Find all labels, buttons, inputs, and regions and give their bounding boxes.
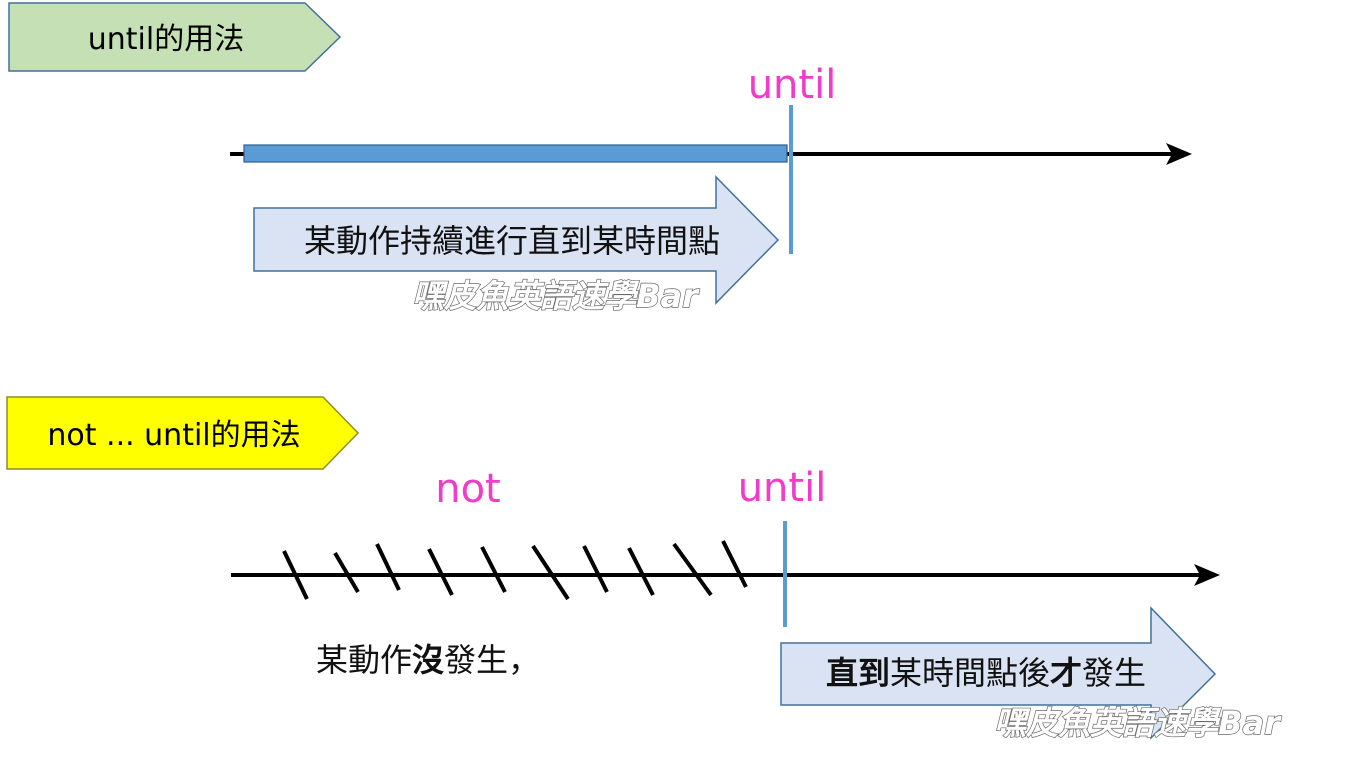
- negation-hatch-marks: [282, 540, 748, 601]
- until-usage-tag: [8, 2, 342, 72]
- desc-part2: 發生，: [444, 641, 540, 679]
- hatch-mark: [375, 543, 401, 591]
- duration-bar: [243, 144, 788, 163]
- section-until: until的用法 until 某動作持續進行直到某時間點 嘿皮魚英語速學Bar: [8, 2, 1192, 316]
- desc-bold: 沒: [412, 641, 444, 679]
- hatch-mark: [480, 546, 507, 593]
- hatch-mark: [282, 550, 309, 600]
- timeline-arrowhead-1: [1166, 143, 1192, 165]
- not-happen-description: 某動作沒發生，: [316, 641, 540, 679]
- callout-end: 發生: [1082, 654, 1146, 692]
- hatch-mark: [582, 545, 609, 593]
- until-usage-tag-label: until的用法: [88, 22, 244, 57]
- watermark-1: 嘿皮魚英語速學Bar: [412, 277, 700, 315]
- until-label: until: [748, 62, 837, 108]
- not-label: not: [435, 466, 501, 512]
- callout-mid: 某時間點後: [890, 654, 1050, 692]
- timeline-arrowhead-2: [1194, 564, 1220, 586]
- not-until-usage-tag: [6, 396, 360, 470]
- duration-callout-text: 某動作持續進行直到某時間點: [304, 222, 720, 260]
- callout-bold-1: 直到: [826, 654, 890, 692]
- not-until-usage-tag-label: not ... until的用法: [47, 418, 300, 453]
- hatch-mark: [427, 548, 454, 596]
- callout-bold-2: 才: [1050, 654, 1082, 692]
- happen-callout-text: 直到某時間點後才發生: [826, 654, 1146, 692]
- section-not-until: not ... until的用法 not until 某動作沒發生，: [6, 396, 1283, 743]
- until-label-2: until: [738, 465, 827, 511]
- duration-callout-arrow: [253, 175, 780, 305]
- hatch-mark: [627, 547, 655, 596]
- desc-part1: 某動作: [316, 641, 412, 679]
- watermark-2: 嘿皮魚英語速學Bar: [994, 704, 1282, 742]
- hatch-mark: [672, 542, 713, 597]
- hatch-mark: [721, 540, 748, 588]
- happen-callout-arrow: [780, 606, 1217, 740]
- hatch-mark: [531, 544, 570, 601]
- hatch-mark: [333, 551, 360, 594]
